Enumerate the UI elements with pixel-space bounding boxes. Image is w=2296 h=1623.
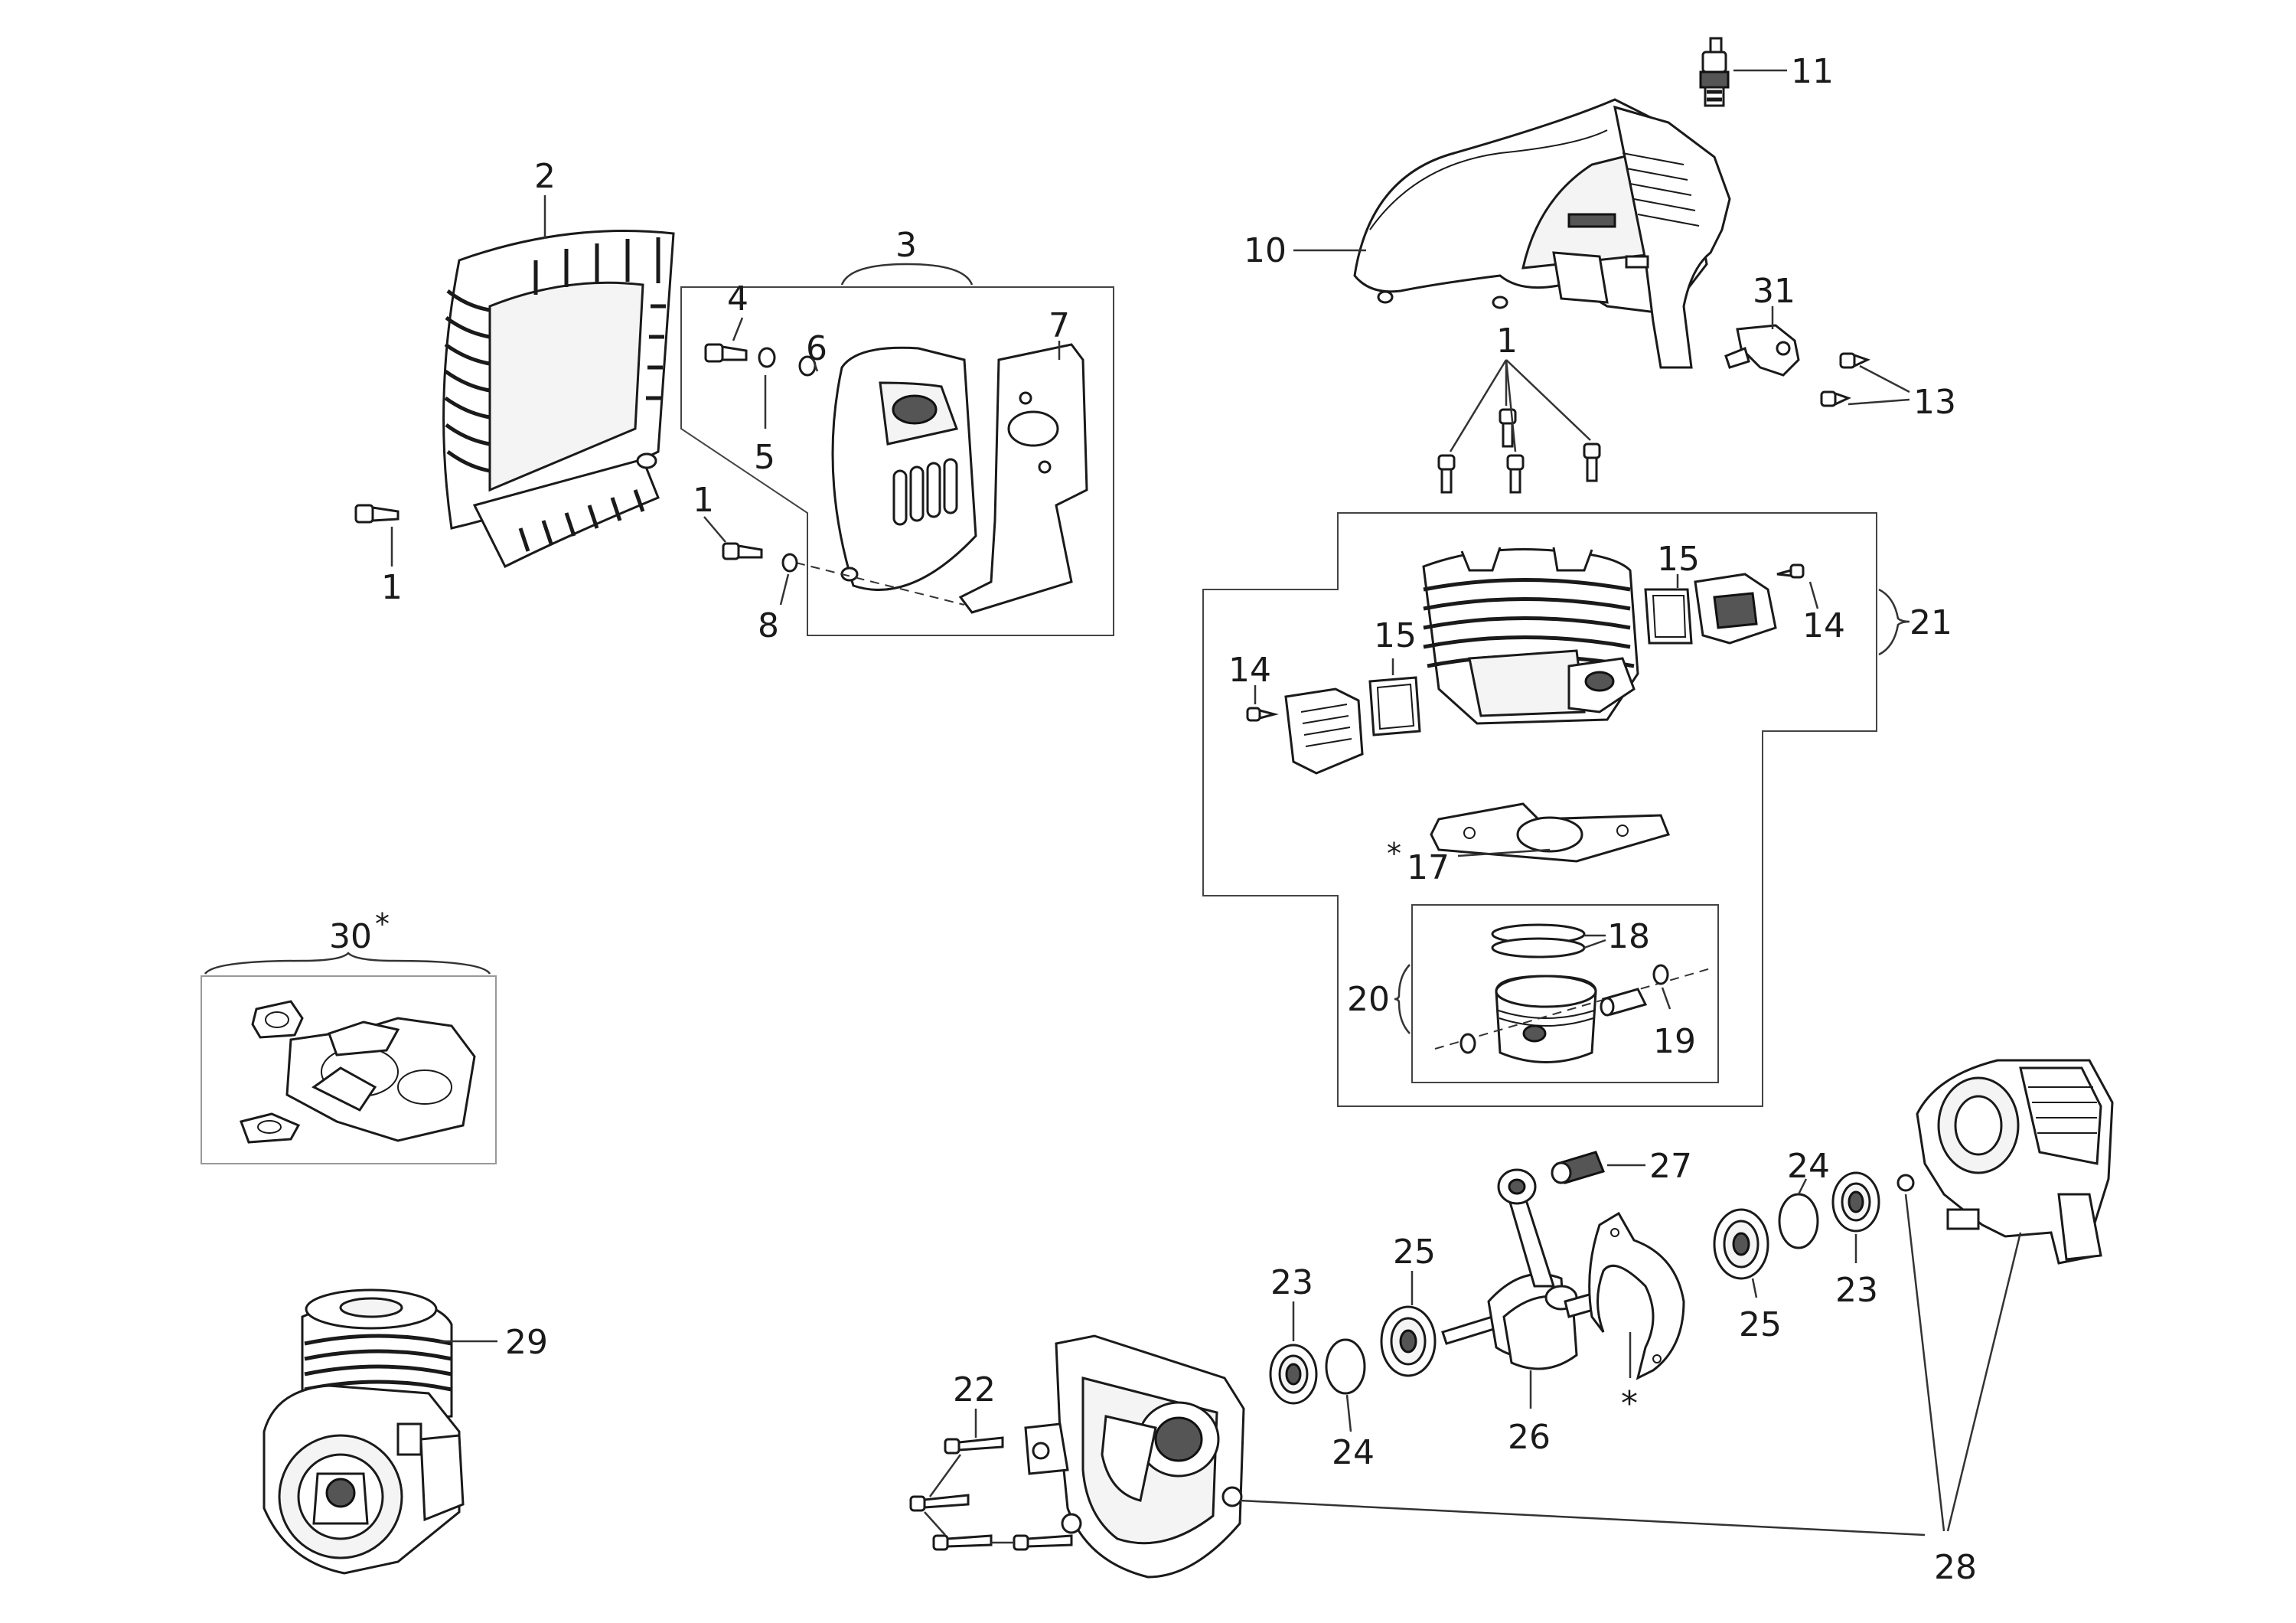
part-29-engine-assembly [263,1288,465,1575]
callout-23a: 23 [1270,1263,1313,1302]
piston-assembly-box [1411,904,1719,1083]
part-24-circlip-right [1778,1193,1819,1249]
part-25-bearing-right [1713,1208,1769,1280]
part-2-fan-housing [442,230,675,569]
callout-28: 28 [1934,1548,1977,1587]
part-14-screw-left [1246,707,1279,722]
part-23-oil-seal-left [1269,1344,1318,1405]
gasket-set-box [201,975,497,1164]
callout-15b: 15 [1657,540,1700,579]
part-30-gasket-set [240,1000,476,1144]
part-14-screw-right [1776,563,1805,579]
callout-27: 27 [1649,1147,1692,1186]
part-intake-flange-right [1694,573,1777,645]
part-1-screw-b [722,542,763,560]
callout-6: 6 [806,329,827,368]
part-15-gasket-left [1368,676,1421,736]
part-23-oil-seal-right [1831,1171,1880,1233]
part-19-circlip-right [1652,964,1669,985]
part-22-bolts [909,1436,1073,1551]
part-10-engine-cover [1353,98,1731,369]
callout-3: 3 [895,226,917,265]
part-muffler-body [831,346,977,591]
callout-22: 22 [953,1370,996,1409]
callout-5: 5 [754,438,775,477]
part-piston [1495,975,1597,1063]
callout-24b: 24 [1787,1147,1830,1186]
part-24-circlip-left [1325,1338,1366,1395]
part-5-washer [758,347,776,368]
part-8-washer [781,553,798,573]
part-crankcase-gasket [1588,1211,1685,1380]
part-27-needle-bearing [1551,1151,1606,1184]
callout-30: 30 [329,917,372,956]
part-15-gasket-right [1644,588,1693,645]
part-11-spark-plug [1699,37,1730,107]
part-intake-flange-left [1284,687,1364,775]
callout-25a: 25 [1393,1233,1436,1272]
callout-31: 31 [1753,272,1795,311]
callout-25b: 25 [1739,1305,1782,1344]
callout-24a: 24 [1332,1433,1375,1472]
callout-11: 11 [1791,52,1834,91]
callout-18: 18 [1607,917,1650,956]
part-1-screw-a [354,504,400,524]
callout-30-star: * [375,907,390,941]
muffler-assembly-box [680,286,1114,636]
callout-14b: 14 [1802,606,1845,645]
callout-10: 10 [1244,231,1287,270]
part-crankcase-left [1024,1334,1245,1579]
callout-2: 2 [534,157,556,196]
callout-17: 17 [1407,848,1450,887]
part-4-bolt [704,343,748,363]
callout-19: 19 [1653,1022,1696,1061]
part-crankcase-right [1896,1059,2114,1265]
part-7-muffler-gasket [958,343,1088,614]
callout-17-star: * [1387,837,1401,870]
callout-1b: 1 [693,481,714,520]
callout-8: 8 [758,606,779,645]
callout-23b: 23 [1835,1271,1878,1310]
callout-26: 26 [1508,1418,1551,1457]
part-25-bearing-left [1380,1305,1437,1377]
callout-21: 21 [1910,603,1952,642]
part-piston-pin [1600,988,1648,1017]
part-13-screws [1820,352,1870,407]
callout-star: * [1621,1384,1638,1423]
callout-29: 29 [505,1323,548,1362]
callout-7: 7 [1049,306,1070,345]
part-1-screws-cylinder [1437,408,1601,494]
callout-15a: 15 [1374,616,1417,655]
callout-4: 4 [727,279,748,318]
callout-13: 13 [1913,383,1956,422]
part-17-base-gasket [1430,802,1671,863]
part-18-piston-rings [1491,923,1586,958]
part-26-crankshaft [1441,1168,1597,1370]
part-cylinder [1422,547,1639,725]
callout-20: 20 [1347,980,1390,1019]
part-19-circlip-left [1459,1033,1476,1054]
part-31-bracket [1724,324,1800,377]
cylinder-assembly-box [1202,512,1877,1107]
callout-1a: 1 [381,568,403,607]
callout-1c: 1 [1496,322,1518,361]
callout-14a: 14 [1228,651,1271,690]
